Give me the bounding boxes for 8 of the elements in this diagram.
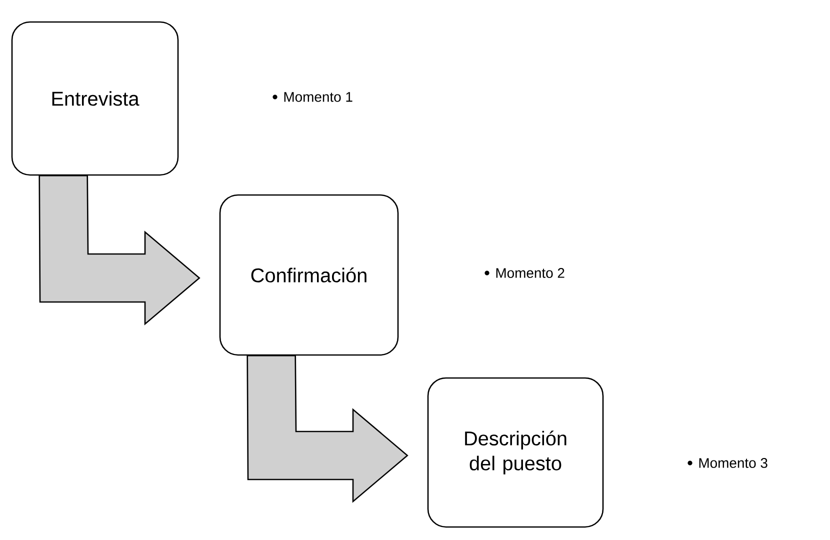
bullet-note: Momento 3 (688, 458, 768, 468)
process-box: Descripción del puesto (427, 377, 604, 528)
process-box: Entrevista (11, 21, 179, 176)
process-box: Confirmación (219, 194, 399, 356)
bent-arrow (38, 175, 200, 326)
bent-arrow (246, 355, 408, 503)
bullet-note: Momento 2 (484, 268, 564, 278)
bullet-note: Momento 1 (272, 92, 352, 102)
